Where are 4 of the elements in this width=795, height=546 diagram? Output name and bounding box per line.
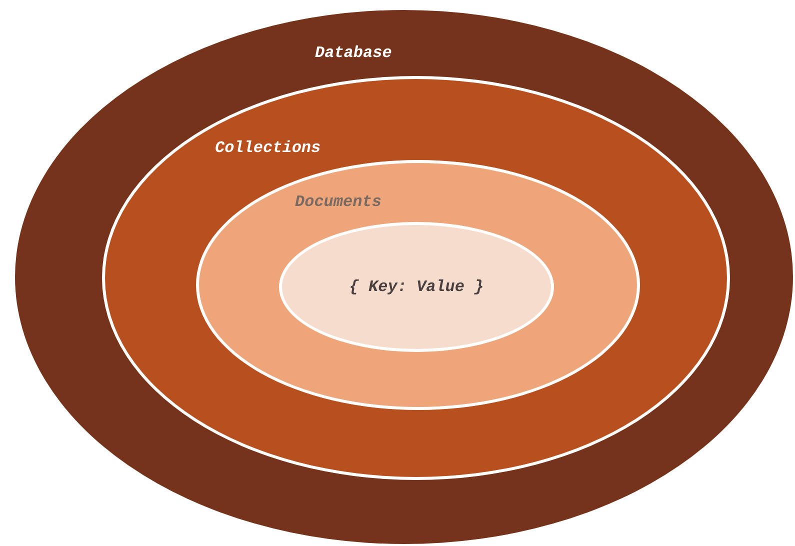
layer-label: Database [315, 44, 392, 62]
layer-label: { Key: Value } [349, 278, 484, 296]
layer-label: Documents [295, 193, 382, 211]
layer-label: Collections [215, 139, 321, 157]
